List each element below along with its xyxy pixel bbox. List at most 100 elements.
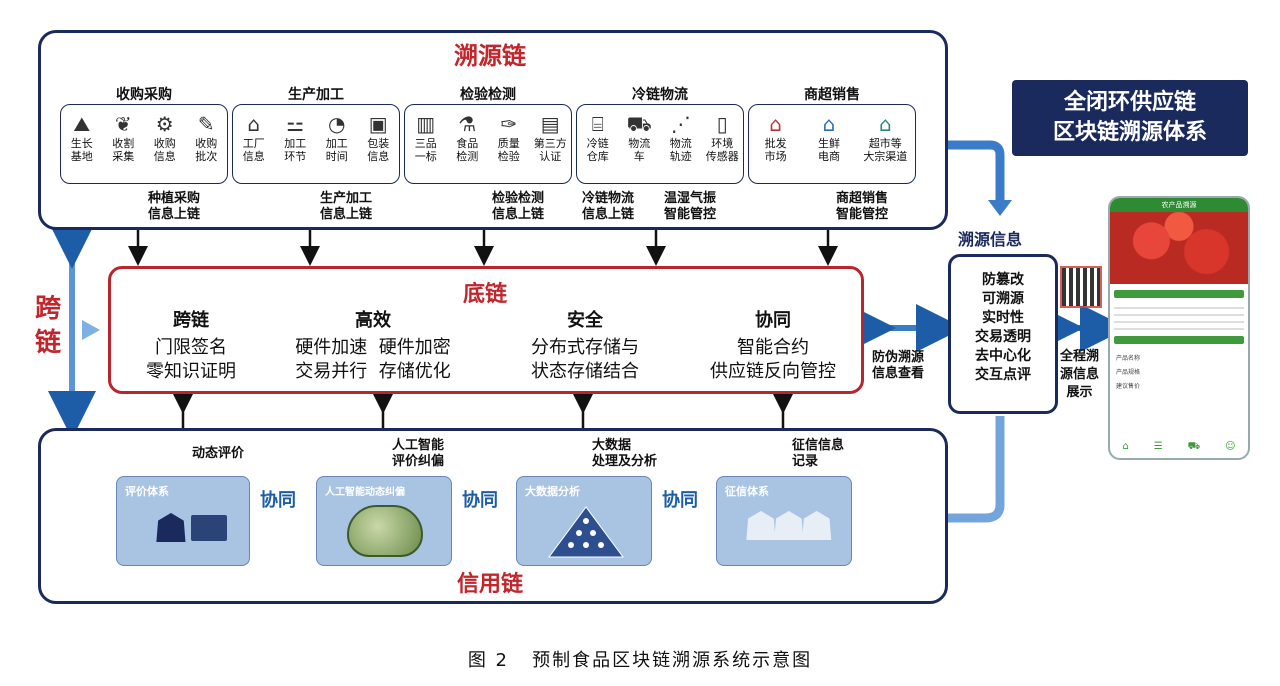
item-label: 收割 采集 <box>112 137 135 163</box>
cart-icon[interactable]: ⛟ <box>1187 441 1201 452</box>
core-line: 交易并行 存储优化 <box>295 361 451 382</box>
phone-bar <box>1114 290 1244 298</box>
group-box-retail: ⌂批发 市场 ⌂生鲜 电商 ⌂超市等 大宗渠道 <box>748 104 916 184</box>
factory-icon: ⌂ <box>247 112 261 136</box>
item-label: 三品 一标 <box>414 137 437 163</box>
microscope-icon: ✑ <box>500 112 518 136</box>
credit-card-credit: 征信体系 ☗☗☗ <box>716 476 852 566</box>
box-icon: ▣ <box>368 112 388 136</box>
full-trace-label: 全程溯 源信息 展示 <box>1060 349 1100 400</box>
certificate-icon: ▤ <box>540 112 560 136</box>
item-label: 物流 车 <box>628 137 651 163</box>
group-box-purchase: ⛰生长 基地 ❦收割 采集 ⚙收购 信息 ✎收购 批次 <box>60 104 228 184</box>
property: 交易透明 <box>975 329 1031 345</box>
figure-caption: 图 2 预制食品区块链溯源系统示意图 <box>467 650 813 671</box>
home-icon[interactable]: ⌂ <box>1122 441 1129 452</box>
item-label: 生鲜 电商 <box>817 137 840 163</box>
core-line: 状态存储结合 <box>531 361 639 382</box>
item: ⌂超市等 大宗渠道 <box>857 111 913 163</box>
item: ✑质量 检验 <box>488 111 530 163</box>
item-label: 生长 基地 <box>70 137 93 163</box>
uplink-label: 生产加工 信息上链 <box>318 190 375 224</box>
trace-chain-title: 溯源链 <box>454 42 526 70</box>
phone-text: 产品规格 <box>1116 369 1141 376</box>
transport-icon: ⚙ <box>155 112 174 136</box>
evaluator-icon: ☗ <box>153 506 189 552</box>
item-label: 加工 时间 <box>325 137 348 163</box>
uplink-label: 种植采购 信息上链 <box>146 190 203 224</box>
item-label: 加工 环节 <box>284 137 307 163</box>
cross-chain-label: 跨 链 <box>28 292 68 360</box>
uplink-label: 温湿气振 智能管控 <box>662 190 719 224</box>
user-icon[interactable]: ☺ <box>1225 441 1236 452</box>
phone-text: 建议售价 <box>1116 383 1141 390</box>
flask-icon: ⚗ <box>458 112 477 136</box>
card-title: 评价体系 <box>125 485 169 498</box>
trace-info-label: 溯源信息 <box>958 230 1023 249</box>
core-head: 协同 <box>755 310 791 331</box>
system-title-line2: 区块链溯源体系 <box>1052 120 1207 145</box>
item-label: 质量 检验 <box>497 137 520 163</box>
core-col-crosschain: 跨链 门限签名 零知识证明 <box>116 306 266 384</box>
trace-info-arrow <box>918 140 1005 205</box>
property: 可溯源 <box>982 291 1024 307</box>
tomato-image <box>1110 212 1248 284</box>
clock-icon: ◔ <box>328 112 346 136</box>
core-col-collab: 协同 智能合约 供应链反向管控 <box>688 306 858 384</box>
return-arrow <box>878 416 1005 523</box>
collab-label: 协同 <box>462 490 498 511</box>
card-title: 大数据分析 <box>525 485 580 498</box>
credit-card-ai: 人工智能动态纠偏 <box>316 476 452 566</box>
warehouse-icon: ⌸ <box>591 112 604 136</box>
qr-code-icon <box>1060 266 1102 308</box>
anti-fake-label: 防伪溯源 信息查看 <box>872 350 925 381</box>
system-title-box: 全闭环供应链 区块链溯源体系 <box>1012 80 1248 156</box>
item-label: 工厂 信息 <box>242 137 265 163</box>
market-icon: ⌂ <box>769 112 782 136</box>
uplink-label: 检验检测 信息上链 <box>490 190 547 224</box>
item: ⚗食品 检测 <box>447 111 489 163</box>
item-label: 包装 信息 <box>367 137 390 163</box>
item: ⌸冷链 仓库 <box>577 111 619 163</box>
uplink-label: 商超销售 智能管控 <box>834 190 891 224</box>
item: ⚍加工 环节 <box>275 111 317 163</box>
group-box-inspection: ▥三品 一标 ⚗食品 检测 ✑质量 检验 ▤第三方 认证 <box>404 104 572 184</box>
collab-label: 协同 <box>260 490 296 511</box>
sensor-icon: ▯ <box>716 112 728 136</box>
property: 去中心化 <box>975 348 1031 364</box>
core-line: 门限签名 <box>155 337 227 358</box>
item-label: 第三方 认证 <box>533 137 567 163</box>
cross-chain-char: 链 <box>34 328 61 358</box>
downlink-label: 人工智能 评价纠偏 <box>392 438 445 469</box>
conveyor-icon: ⚍ <box>286 112 305 136</box>
group-label: 商超销售 <box>804 87 860 103</box>
people-icon: ☗☗☗ <box>743 504 835 550</box>
phone-mockup: 农产品溯源 产品名称 产品规格 建议售价 ⌂☰⛟☺ <box>1108 196 1250 460</box>
item-label: 食品 检测 <box>456 137 479 163</box>
document-icon: ✎ <box>197 112 215 136</box>
item-label: 收购 批次 <box>195 137 218 163</box>
phone-bar <box>1114 336 1244 344</box>
item: ❦收割 采集 <box>103 111 145 163</box>
track-icon: ⋰ <box>670 112 691 136</box>
item: ⋰物流 轨迹 <box>660 111 702 163</box>
item: ⌂工厂 信息 <box>233 111 275 163</box>
downlink-label: 动态评价 <box>192 446 245 461</box>
core-col-security: 安全 分布式存储与 状态存储结合 <box>500 306 670 384</box>
supermarket-icon: ⌂ <box>878 112 892 136</box>
card-title: 征信体系 <box>725 485 769 498</box>
shop-icon: ⌂ <box>822 112 836 136</box>
downlink-label: 大数据 处理及分析 <box>592 438 658 469</box>
item-label: 物流 轨迹 <box>669 137 692 163</box>
core-line: 硬件加速 硬件加密 <box>295 337 451 358</box>
books-icon: ▥ <box>416 112 436 136</box>
group-label: 冷链物流 <box>632 87 688 103</box>
card-title: 人工智能动态纠偏 <box>325 487 405 498</box>
group-box-production: ⌂工厂 信息 ⚍加工 环节 ◔加工 时间 ▣包装 信息 <box>232 104 400 184</box>
credit-chain-title: 信用链 <box>456 572 523 597</box>
phone-tabbar: ⌂ ☰ ⛟ ☺ <box>1110 441 1248 454</box>
list-icon[interactable]: ☰ <box>1153 441 1163 452</box>
credit-card-bigdata: 大数据分析 <box>516 476 652 566</box>
collab-label: 协同 <box>662 490 698 511</box>
credit-card-evaluation: 评价体系 ☗ <box>116 476 250 566</box>
